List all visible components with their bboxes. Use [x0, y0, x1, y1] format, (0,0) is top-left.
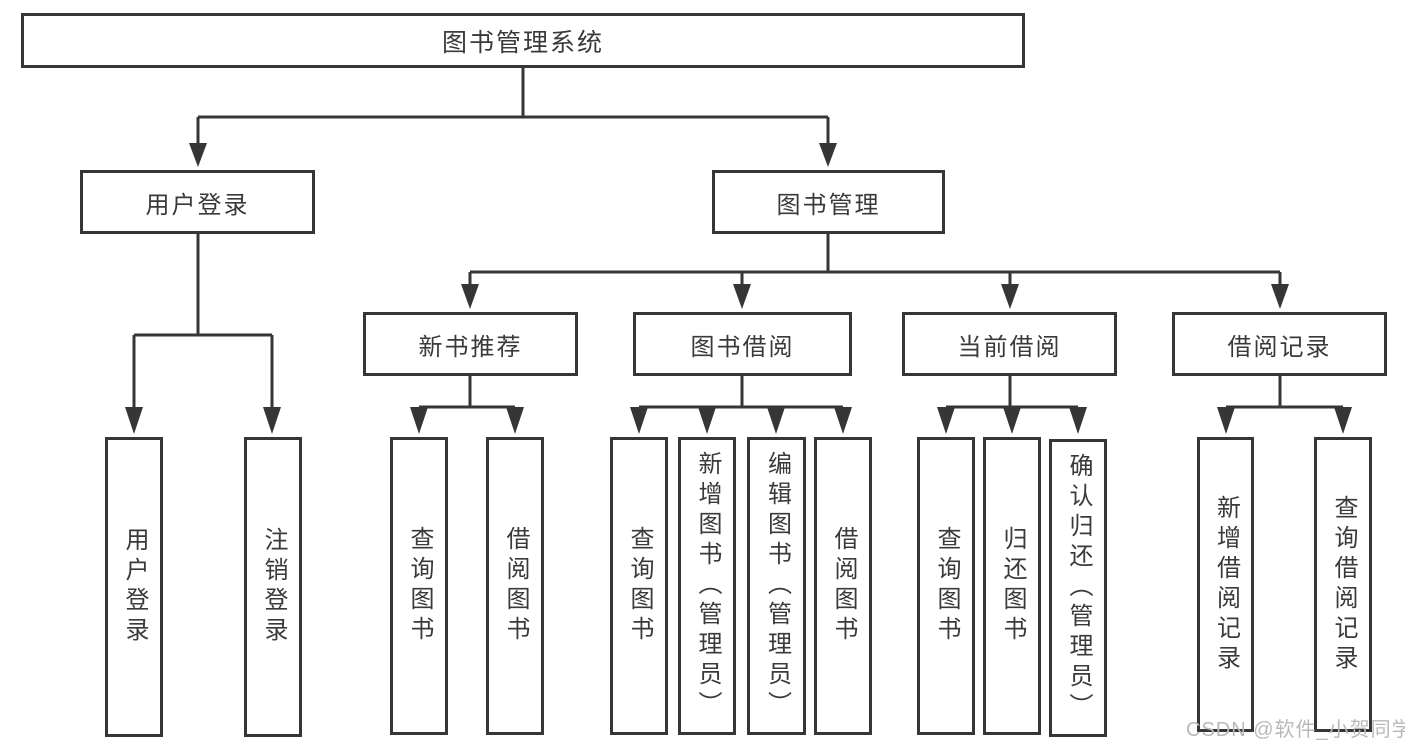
connector-book-borrow-to-leaves [630, 376, 852, 434]
connector-current-borrow-to-leaves [937, 376, 1087, 434]
leaf-query-borrow-record: 查询借阅记录 [1314, 437, 1372, 732]
leaf-add-borrow-record: 新增借阅记录 [1197, 437, 1254, 732]
node-user-login: 用户登录 [80, 170, 315, 234]
connector-root-to-level2 [189, 68, 837, 167]
node-new-book-recommend: 新书推荐 [363, 312, 578, 376]
connector-new-book-recommend-to-leaves [410, 376, 524, 434]
connector-user-login-to-leaves [125, 234, 281, 434]
node-library-management-system: 图书管理系统 [21, 13, 1025, 68]
connector-borrow-records-to-leaves [1217, 376, 1352, 434]
node-book-management: 图书管理 [712, 170, 945, 234]
leaf-logout: 注销登录 [244, 437, 302, 737]
leaf-confirm-return-admin: 确认归还（管理员） [1049, 439, 1107, 737]
leaf-borrow-books-2: 借阅图书 [814, 437, 872, 735]
connector-book-management-to-level3 [461, 234, 1289, 309]
leaf-return-books: 归还图书 [983, 437, 1041, 735]
leaf-query-books-current: 查询图书 [917, 437, 975, 735]
node-current-borrow: 当前借阅 [902, 312, 1117, 376]
leaf-borrow-books-recommend: 借阅图书 [486, 437, 544, 735]
leaf-query-books-recommend: 查询图书 [390, 437, 448, 735]
watermark: CSDN @软件_小贺同学 [1186, 719, 1405, 741]
node-book-borrow: 图书借阅 [633, 312, 852, 376]
leaf-user-login: 用户登录 [105, 437, 163, 737]
node-borrow-records: 借阅记录 [1172, 312, 1387, 376]
leaf-query-books-borrow: 查询图书 [610, 437, 668, 735]
leaf-edit-book-admin: 编辑图书（管理员） [747, 437, 806, 735]
leaf-add-book-admin: 新增图书（管理员） [678, 437, 736, 735]
